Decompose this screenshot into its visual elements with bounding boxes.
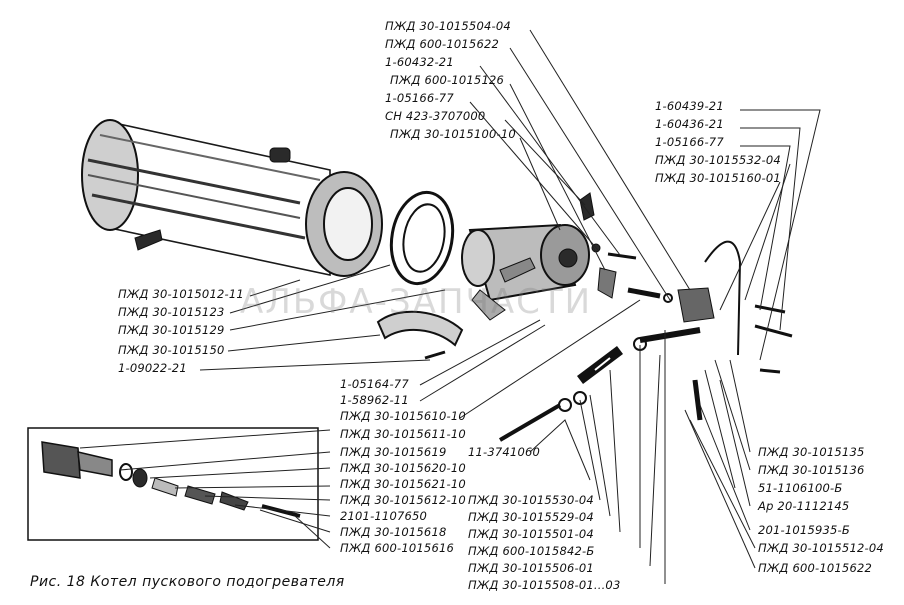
part-label: 1-09022-21 [118,361,187,375]
part-label: ПЖД 30-1015619 [340,445,447,459]
part-label: ПЖД 30-1015512-04 [758,541,884,555]
part-label: ПЖД 30-1015530-04 [468,493,594,507]
gasket-ring [389,190,455,286]
part-label: 1-60436-21 [655,117,724,131]
watermark: АЛЬФА-ЗАПЧАСТИ [240,282,593,322]
part-label: ПЖД 30-1015501-04 [468,527,594,541]
part-label: ПЖД 600-1015842-Б [468,544,595,558]
part-label: 1-05166-77 [385,91,454,105]
inset-nozzle-detail [27,427,319,541]
part-label: 201-1015935-Б [758,523,850,537]
part-label: 1-05164-77 [340,377,409,391]
part-label: ПЖД 30-1015532-04 [655,153,781,167]
part-label: ПЖД 30-1015621-10 [340,477,466,491]
part-label: ПЖД 30-1015508-01...03 [468,578,621,592]
part-label: 2101-1107650 [340,509,428,523]
part-label: ПЖД 30-1015529-04 [468,510,594,524]
boiler-cylinder [81,119,383,277]
part-label: ПЖД 600-1015622 [758,561,872,575]
part-label: ПЖД 30-1015136 [758,463,865,477]
part-label: ПЖД 30-1015610-10 [340,409,466,423]
part-label: ПЖД 30-1015123 [118,305,225,319]
part-label: ПЖД 30-1015012-11 [118,287,244,301]
part-label: 1-58962-11 [340,393,409,407]
part-label: Ар 20-1112145 [758,499,850,513]
part-label: 51-1106100-Б [758,481,843,495]
part-label: ПЖД 600-1015616 [340,541,454,555]
part-label: СН 423-3707000 [385,109,486,123]
figure-caption: Рис. 18 Котел пускового подогревателя [30,574,345,590]
part-label: ПЖД 30-1015612-10 [340,493,466,507]
part-label: ПЖД 600-1015622 [385,37,499,51]
part-label: ПЖД 30-1015504-04 [385,19,511,33]
part-label: ПЖД 30-1015160-01 [655,171,781,185]
part-label: ПЖД 30-1015620-10 [340,461,466,475]
outlet-pipe [376,310,464,347]
part-label: ПЖД 30-1015129 [118,323,225,337]
part-label: ПЖД 30-1015150 [118,343,225,357]
fitting-parts [424,192,793,442]
part-label: ПЖД 30-1015100-10 [390,127,516,141]
part-label: ПЖД 30-1015135 [758,445,865,459]
part-label: 11-3741060 [468,445,540,459]
burner-head [461,223,590,321]
part-label: ПЖД 600-1015126 [390,73,504,87]
part-label: 1-60439-21 [655,99,724,113]
part-label: 1-60432-21 [385,55,454,69]
part-label: 1-05166-77 [655,135,724,149]
part-label: ПЖД 30-1015506-01 [468,561,594,575]
part-label: ПЖД 30-1015611-10 [340,427,466,441]
part-label: ПЖД 30-1015618 [340,525,447,539]
leader-lines [79,29,821,584]
